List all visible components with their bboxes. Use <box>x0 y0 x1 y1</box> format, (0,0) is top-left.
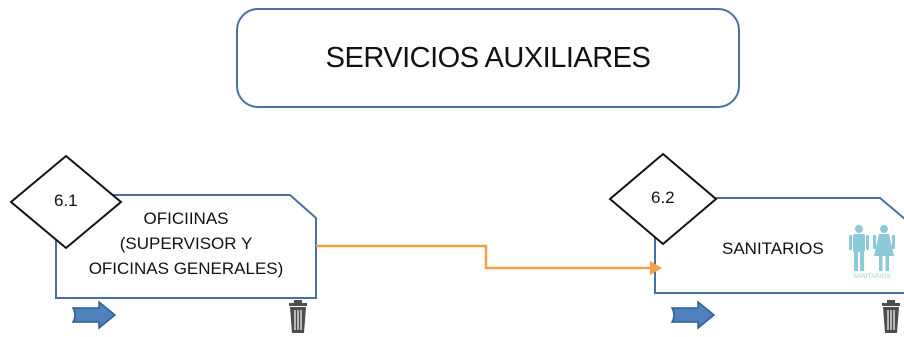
trash-icon[interactable] <box>289 300 307 333</box>
step-label-line: OFICIINAS <box>143 209 229 228</box>
trash-icon[interactable] <box>882 300 900 333</box>
connector-line <box>316 244 650 270</box>
forward-arrow-icon[interactable] <box>71 300 117 330</box>
step-6-1-label: OFICIINAS (SUPERVISOR Y OFICINAS GENERAL… <box>56 206 316 281</box>
step-6-2-label: SANITARIOS <box>722 239 824 258</box>
restroom-icon <box>849 225 895 271</box>
page-title: SERVICIOS AUXILIARES <box>325 41 651 74</box>
step-6-2-box <box>654 197 904 294</box>
step-label-line: (SUPERVISOR Y <box>119 234 253 253</box>
title-box: SERVICIOS AUXILIARES <box>236 8 740 108</box>
step-label-line: OFICINAS GENERALES) <box>88 259 284 278</box>
restroom-icon-caption: SANITARIOS <box>853 274 891 280</box>
connector-arrowhead <box>650 261 662 275</box>
step-6-2-diamond <box>608 152 718 246</box>
step-6-1-box <box>55 194 317 299</box>
step-number: 6.1 <box>54 191 78 210</box>
forward-arrow-icon[interactable] <box>670 300 716 330</box>
step-number: 6.2 <box>651 188 675 207</box>
step-6-1-diamond <box>9 154 123 250</box>
